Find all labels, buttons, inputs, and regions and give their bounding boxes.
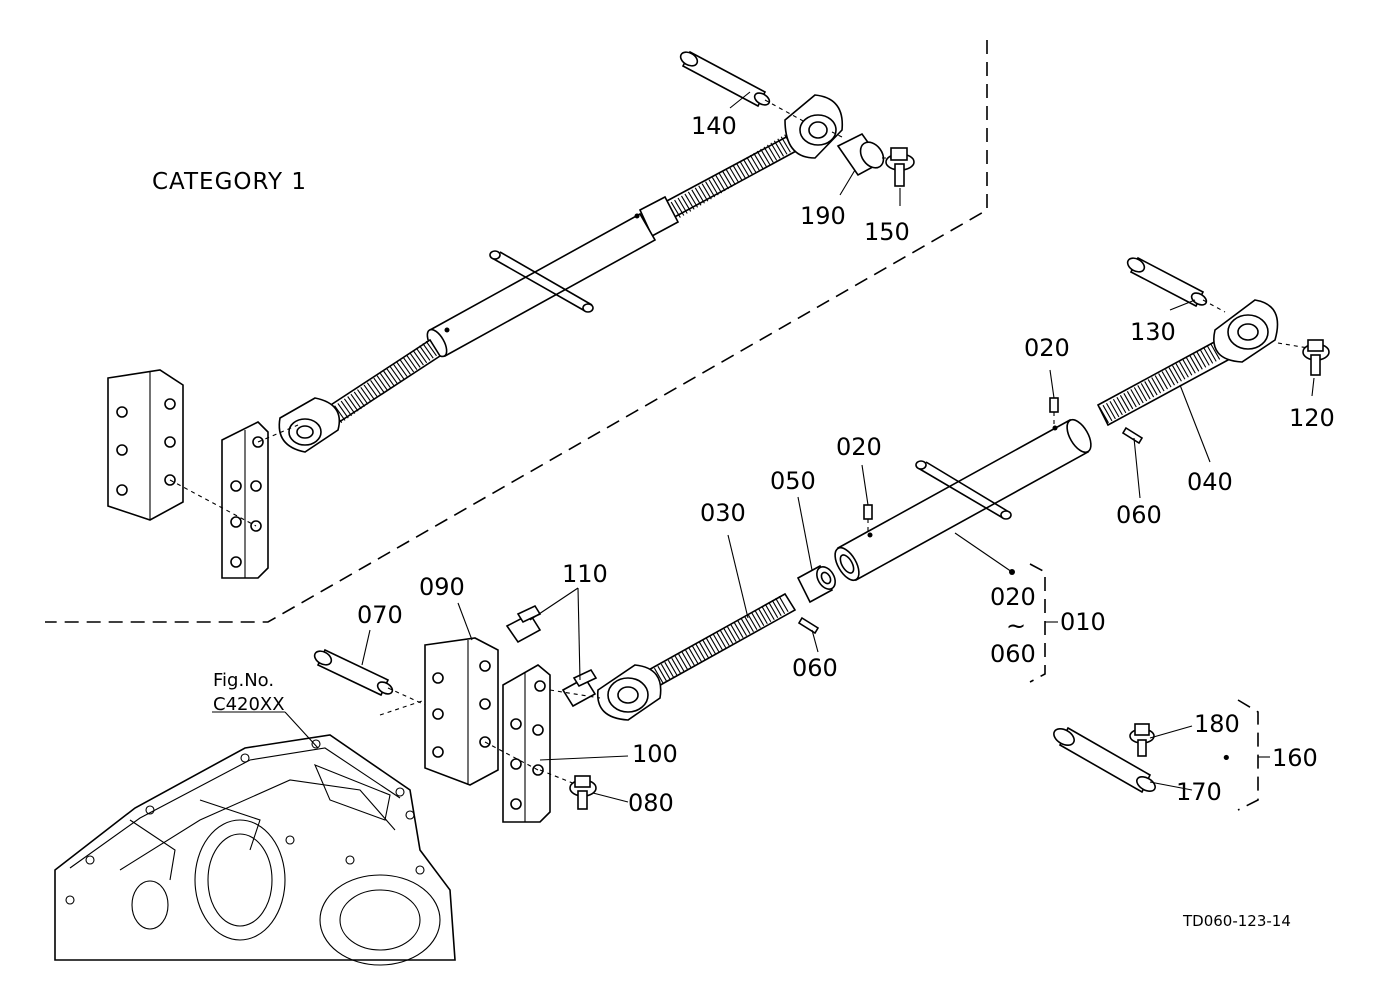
bolt-080 [539, 769, 597, 810]
callout-040: 040 [1187, 468, 1233, 496]
callout-020-range-start: 020 [990, 583, 1036, 611]
callout-090: 090 [419, 573, 465, 601]
pin-set-160 [1053, 723, 1156, 794]
range-tilde: ~ [1006, 612, 1026, 640]
rod-040 [1096, 299, 1279, 427]
figure-ref-label: Fig.No. [213, 670, 274, 691]
spring-pin-060-right [1121, 426, 1144, 445]
category-title: CATEGORY 1 [152, 169, 307, 195]
spring-pin-060-lower [797, 616, 820, 635]
callout-030: 030 [700, 499, 746, 527]
bolt-120 [1277, 339, 1330, 376]
category1-top-link [278, 94, 844, 453]
fittings-110 [505, 604, 598, 708]
category-boundary [45, 40, 988, 623]
pin-140 [679, 50, 806, 123]
callout-100: 100 [632, 740, 678, 768]
figure-ref-number: C420XX [213, 694, 285, 715]
top-link-assembly-010 [834, 397, 1092, 582]
pin-070 [313, 648, 433, 709]
callout-140: 140 [691, 112, 737, 140]
callout-060-lower: 060 [792, 654, 838, 682]
bracket-100 [484, 664, 601, 823]
rod-040-thread [1099, 343, 1221, 424]
callout-020-right: 020 [1024, 334, 1070, 362]
set-dot-mark: • [1221, 748, 1232, 769]
callout-120: 120 [1289, 404, 1335, 432]
transmission-case [54, 699, 456, 966]
nut-050 [796, 564, 836, 604]
callout-010: 010 [1060, 608, 1106, 636]
collar-190 [831, 131, 885, 177]
rod-030-thread [647, 595, 789, 689]
bracket-090 [424, 637, 499, 786]
callout-130: 130 [1130, 318, 1176, 346]
category1-brackets [107, 369, 299, 579]
callout-050: 050 [770, 467, 816, 495]
callout-020-left: 020 [836, 433, 882, 461]
callout-060-right: 060 [1116, 501, 1162, 529]
pin-130 [1126, 256, 1226, 313]
leader-lines [212, 91, 1315, 811]
callout-190: 190 [800, 202, 846, 230]
callout-080: 080 [628, 789, 674, 817]
callout-070: 070 [357, 601, 403, 629]
bolt-150 [882, 147, 915, 187]
rod-030 [597, 592, 797, 721]
callout-060-range-end: 060 [990, 640, 1036, 668]
callout-180: 180 [1194, 710, 1240, 738]
callout-170: 170 [1176, 778, 1222, 806]
callout-160: 160 [1272, 744, 1318, 772]
drawing-code: TD060-123-14 [1182, 912, 1291, 930]
callout-150: 150 [864, 218, 910, 246]
callout-110: 110 [562, 560, 608, 588]
